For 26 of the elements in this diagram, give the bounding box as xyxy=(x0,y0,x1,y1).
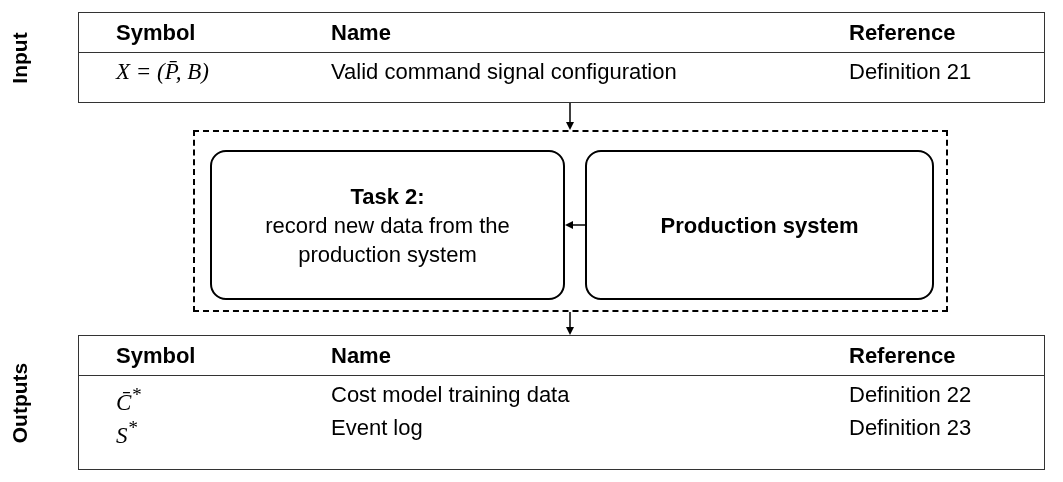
process-box xyxy=(210,150,565,300)
side-heading: Outputs xyxy=(8,362,32,443)
column-header: Name xyxy=(331,343,391,369)
name-text: Cost model training data xyxy=(331,382,570,408)
reference-text: Definition 23 xyxy=(849,415,972,441)
column-header: Symbol xyxy=(116,343,196,369)
box-text: Production system xyxy=(660,211,859,240)
column-header: Reference xyxy=(849,343,956,369)
symbol-text: S$^{*}$ xyxy=(116,416,138,449)
symbol-text: X = (P̄, B) xyxy=(116,59,210,85)
arrow xyxy=(566,311,574,335)
side-heading: Input xyxy=(8,31,32,84)
column-header: Name xyxy=(331,20,391,46)
arrow xyxy=(565,221,586,229)
reference-text: Definition 22 xyxy=(849,382,972,408)
dashed-group-box xyxy=(193,130,948,312)
box-text: record new data from the production system xyxy=(264,211,511,269)
column-header: Symbol xyxy=(116,20,196,46)
column-header: Reference xyxy=(849,20,956,46)
arrow xyxy=(566,102,574,130)
name-text: Valid command signal configuration xyxy=(331,59,677,85)
name-text: Event log xyxy=(331,415,423,441)
box-heading: Task 2: xyxy=(350,182,425,211)
process-box xyxy=(585,150,934,300)
reference-text: Definition 21 xyxy=(849,59,972,85)
symbol-text: C̄$^{*}$ xyxy=(116,383,141,416)
